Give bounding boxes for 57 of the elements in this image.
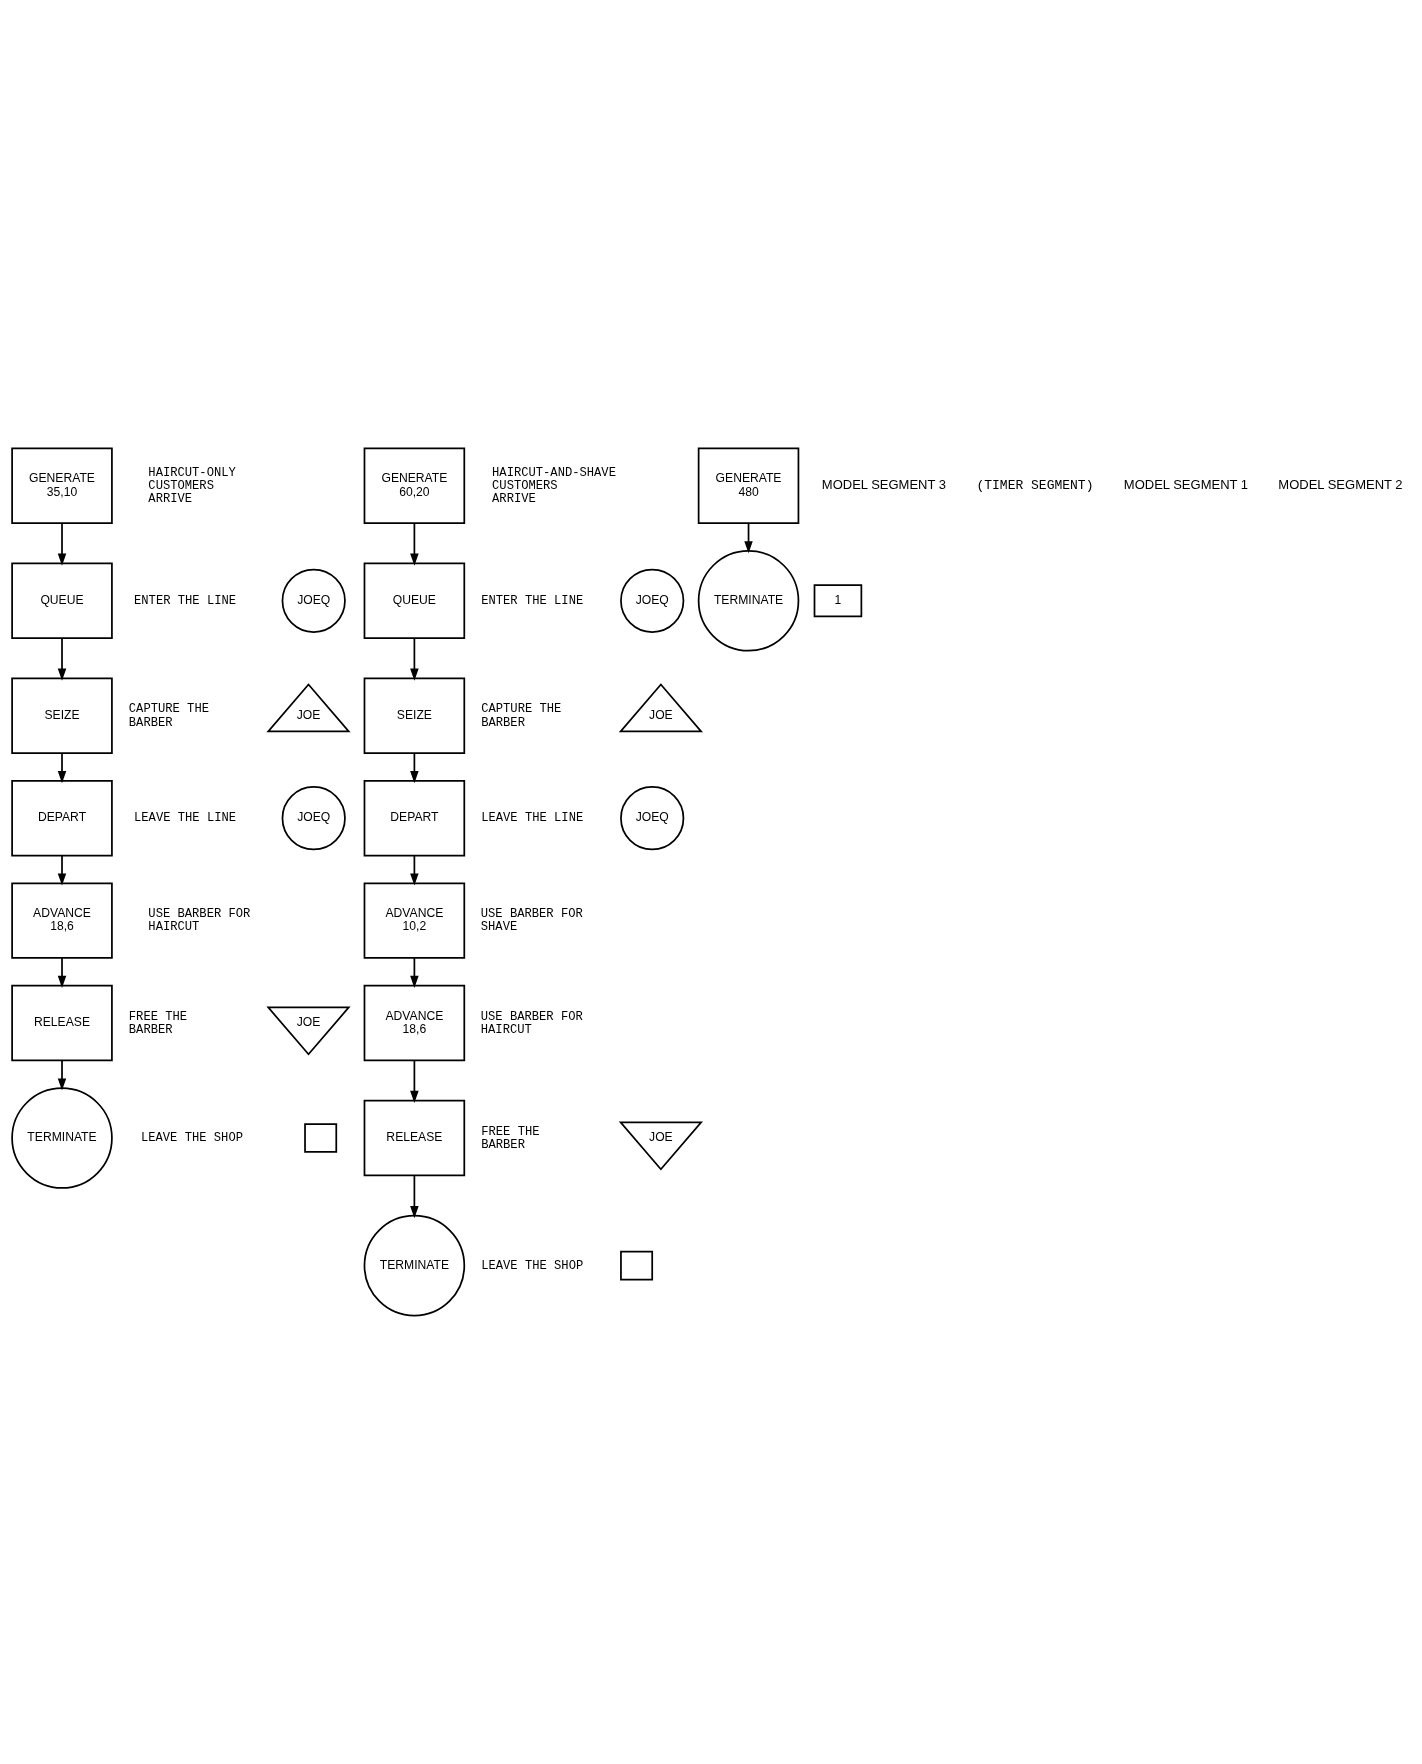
arrow bbox=[410, 752, 419, 784]
node-label: LEAVE THE LINE bbox=[134, 811, 237, 826]
node-box: QUEUE bbox=[363, 562, 466, 639]
node-box: ADVANCE 18,6 bbox=[11, 882, 113, 959]
node-circle: TERMINATE bbox=[363, 1214, 466, 1317]
node-label: CAPTURE THE BARBER bbox=[481, 702, 562, 730]
node-label: LEAVE THE LINE bbox=[481, 811, 584, 826]
arrow bbox=[410, 637, 419, 681]
node-label: FREE THE BARBER bbox=[128, 1009, 188, 1037]
label: (TIMER SEGMENT) bbox=[976, 477, 1094, 493]
arrow bbox=[57, 752, 67, 784]
arrow bbox=[410, 957, 419, 989]
arrow bbox=[57, 522, 67, 566]
node-circle: TERMINATE bbox=[11, 1087, 113, 1189]
node-circle: JOEQ bbox=[620, 568, 685, 633]
arrow bbox=[57, 637, 67, 681]
node-box bbox=[620, 1250, 654, 1281]
node-label: LEAVE THE SHOP bbox=[140, 1131, 243, 1146]
arrow bbox=[57, 957, 67, 989]
node-circle: TERMINATE bbox=[697, 550, 800, 652]
arrow bbox=[744, 522, 753, 554]
node-box: RELEASE bbox=[11, 984, 113, 1062]
node-label: HAIRCUT-AND-SHAVE CUSTOMERS ARRIVE bbox=[492, 465, 616, 507]
node-label: FREE THE BARBER bbox=[481, 1124, 540, 1152]
node-box: GENERATE 60,20 bbox=[363, 447, 466, 524]
node-label: HAIRCUT-ONLY CUSTOMERS ARRIVE bbox=[148, 465, 236, 507]
label: MODEL SEGMENT 1 bbox=[1123, 476, 1249, 492]
node-label: LEAVE THE SHOP bbox=[481, 1258, 584, 1273]
node-label: CAPTURE THE BARBER bbox=[128, 702, 209, 730]
arrow bbox=[410, 1059, 419, 1104]
node-box: SEIZE bbox=[363, 677, 466, 754]
label: MODEL SEGMENT 3 bbox=[821, 476, 947, 492]
node-circle: JOEQ bbox=[620, 786, 685, 851]
label: MODEL SEGMENT 2 bbox=[1278, 476, 1403, 492]
node-circle: JOEQ bbox=[281, 568, 346, 633]
node-box: GENERATE 480 bbox=[697, 447, 800, 524]
node-label: ENTER THE LINE bbox=[134, 594, 237, 608]
node-box: GENERATE 35,10 bbox=[11, 447, 113, 524]
node-box: DEPART bbox=[11, 780, 113, 857]
arrow bbox=[410, 854, 419, 886]
node-label: ENTER THE LINE bbox=[481, 594, 584, 608]
node-label: USE BARBER FOR HAIRCUT bbox=[480, 1009, 583, 1037]
node-box: SEIZE bbox=[11, 677, 113, 754]
arrow bbox=[410, 522, 419, 566]
node-box: RELEASE bbox=[363, 1099, 466, 1177]
node-label: USE BARBER FOR HAIRCUT bbox=[148, 907, 251, 935]
node-label: USE BARBER FOR SHAVE bbox=[480, 907, 583, 935]
arrow bbox=[57, 854, 67, 886]
node-box: 1 bbox=[813, 584, 863, 618]
node-box: ADVANCE 18,6 bbox=[363, 984, 466, 1062]
node-box: DEPART bbox=[363, 780, 466, 857]
arrow bbox=[57, 1059, 67, 1091]
node-circle: JOEQ bbox=[281, 786, 346, 851]
node-box: QUEUE bbox=[11, 562, 113, 639]
node-box bbox=[304, 1123, 338, 1153]
arrow bbox=[410, 1174, 419, 1219]
node-box: ADVANCE 10,2 bbox=[363, 882, 466, 959]
